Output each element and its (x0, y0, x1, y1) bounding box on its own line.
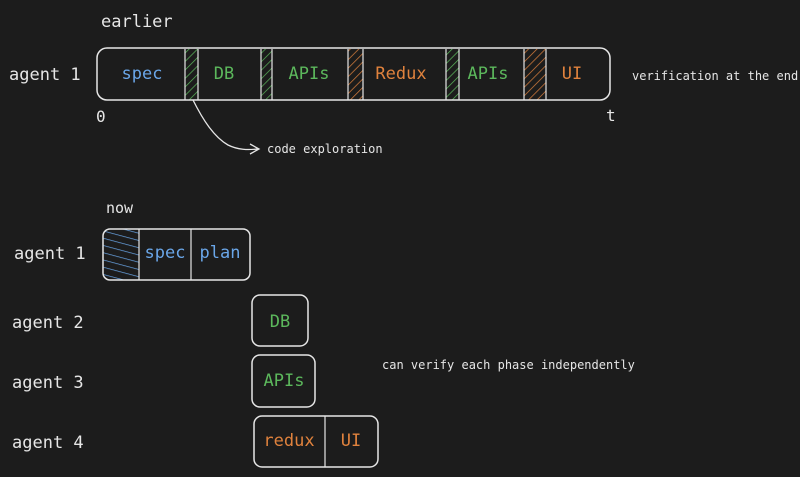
now-agent-2-db: DB (270, 312, 290, 332)
verify-independently-note: can verify each phase independently (382, 358, 635, 372)
axis-start-label: 0 (96, 107, 106, 126)
earlier-timeline-bar (96, 47, 611, 101)
now-agent-4-box (253, 415, 379, 468)
now-agent-3-apis: APIs (264, 371, 305, 391)
earlier-segment-ui: UI (562, 64, 582, 84)
earlier-segment-apis: APIs (468, 64, 509, 84)
verification-note: verification at the end (632, 69, 798, 83)
now-agent-2-label: agent 2 (12, 313, 84, 333)
hatch-explore (103, 229, 139, 280)
earlier-segment-labels: spec DB APIs Redux APIs UI (122, 64, 583, 84)
now-agent-3-label: agent 3 (12, 373, 84, 393)
now-heading: now (106, 199, 134, 217)
now-agent-3-box (251, 354, 316, 408)
hatch-separator (348, 49, 363, 100)
now-agent-1-spec: spec (145, 243, 186, 263)
now-agent-2-box (251, 294, 309, 347)
now-agent-1-plan: plan (200, 243, 241, 263)
now-agent-4-ui: UI (341, 431, 361, 451)
earlier-segment-db: DB (214, 64, 234, 84)
now-agent-1-box (102, 228, 251, 281)
earlier-segment-spec: spec (122, 64, 163, 84)
earlier-segment-apis: APIs (289, 64, 330, 84)
code-exploration-label: code exploration (267, 142, 383, 156)
axis-end-label: t (606, 106, 616, 125)
hatch-separator (261, 49, 272, 100)
hatch-separator (524, 49, 546, 100)
hatch-separator (185, 49, 198, 100)
now-agent-4-label: agent 4 (12, 433, 84, 453)
earlier-heading: earlier (101, 12, 173, 32)
now-agent-1-label: agent 1 (14, 244, 86, 264)
earlier-agent-label: agent 1 (9, 65, 81, 85)
now-agent-4-redux: redux (263, 431, 314, 451)
code-exploration-arrow (192, 99, 261, 155)
hatch-separator (446, 49, 459, 100)
earlier-segment-redux: Redux (375, 64, 426, 84)
